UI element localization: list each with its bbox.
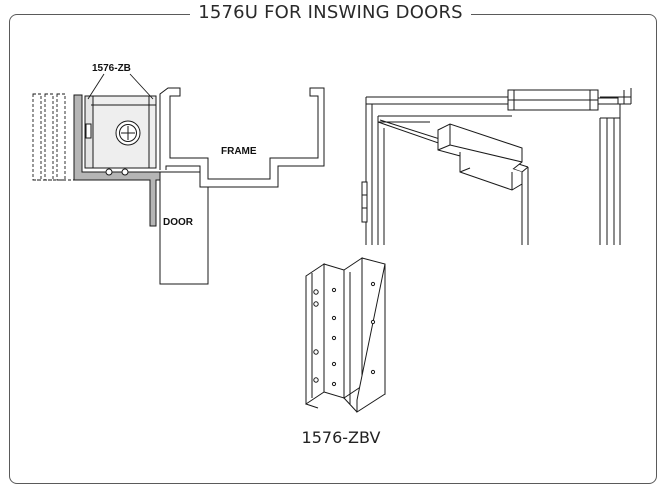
header-magnet — [507, 88, 632, 111]
bracket-holes — [313, 281, 376, 387]
section-view — [32, 73, 325, 285]
frame-label: FRAME — [221, 146, 257, 157]
zbv-bracket — [305, 257, 386, 413]
hinge-icon — [361, 181, 368, 223]
dashed-outline — [32, 93, 81, 181]
frame-profile — [159, 87, 325, 188]
z-bracket — [73, 94, 161, 227]
armature-bracket — [437, 123, 523, 191]
door-block — [159, 171, 209, 285]
bracket-label: 1576-ZB — [92, 63, 131, 74]
screw-icon — [115, 120, 141, 146]
door-label: DOOR — [163, 217, 194, 228]
product-label: 1576-ZBV — [302, 428, 381, 447]
frame-perspective — [361, 88, 632, 245]
